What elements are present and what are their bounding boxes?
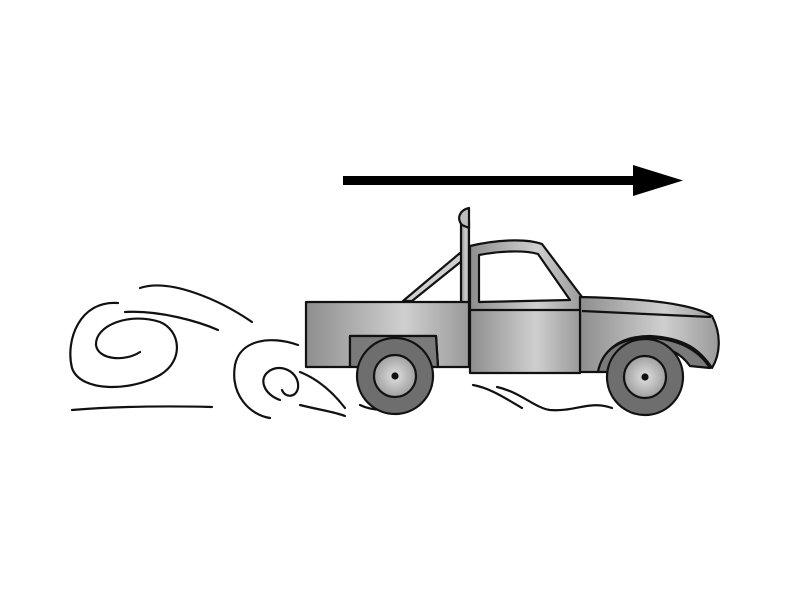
- front-wheel: [605, 337, 685, 417]
- rear-wheel: [355, 336, 435, 416]
- dust-cloud: [69, 284, 614, 420]
- pickup-truck: [304, 206, 720, 417]
- motion-arrow-icon: [343, 165, 683, 196]
